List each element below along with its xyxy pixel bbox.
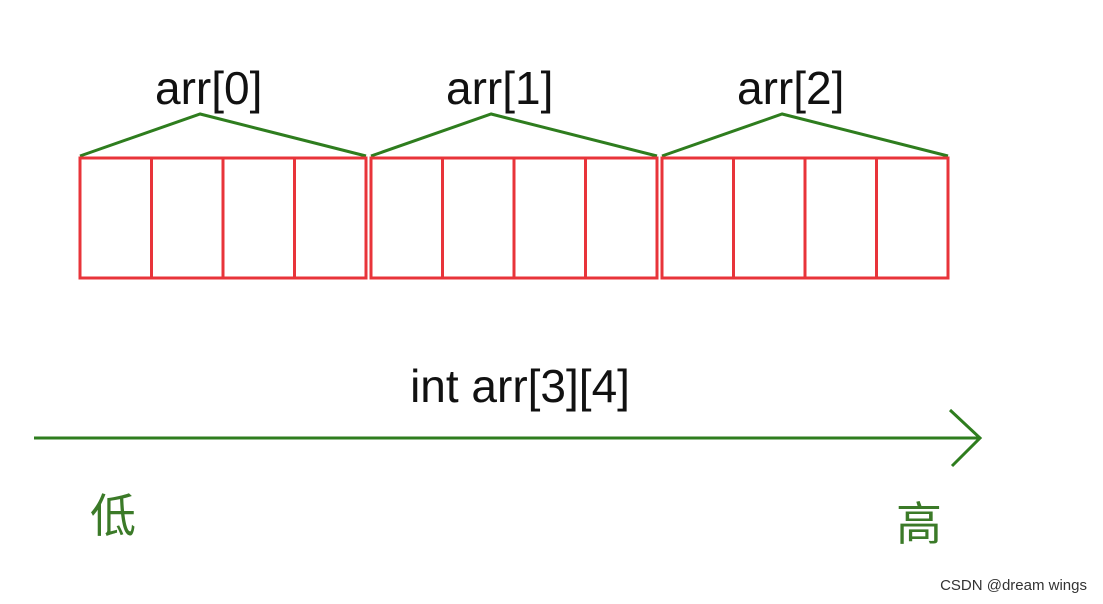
array-row-1: arr[1] (369, 62, 659, 280)
array-cell (293, 156, 368, 280)
array-cell (875, 156, 950, 280)
array-cell (584, 156, 659, 280)
high-address-label: 高 (896, 497, 942, 551)
row-bracket (370, 112, 658, 158)
row-label: arr[0] (155, 62, 262, 114)
row-bracket (661, 112, 949, 158)
memory-address-axis (34, 408, 983, 468)
array-cell (803, 156, 878, 280)
array-cell (78, 156, 153, 280)
axis-arrowhead (948, 408, 983, 468)
watermark: CSDN @dream wings (940, 577, 1087, 594)
declaration-label: int arr[3][4] (410, 360, 630, 412)
low-address-label: 低 (90, 489, 136, 543)
row-label: arr[2] (737, 62, 844, 114)
row-bracket (79, 112, 367, 158)
array-cell (441, 156, 516, 280)
rows-layer: arr[0] arr[1] arr[2] (78, 62, 950, 280)
array-cell (512, 156, 587, 280)
row-label: arr[1] (446, 62, 553, 114)
array-cell (369, 156, 444, 280)
array-cell (732, 156, 807, 280)
array-cell (150, 156, 225, 280)
array-cell (660, 156, 735, 280)
array-row-0: arr[0] (78, 62, 368, 280)
array-row-2: arr[2] (660, 62, 950, 280)
array-cell (221, 156, 296, 280)
